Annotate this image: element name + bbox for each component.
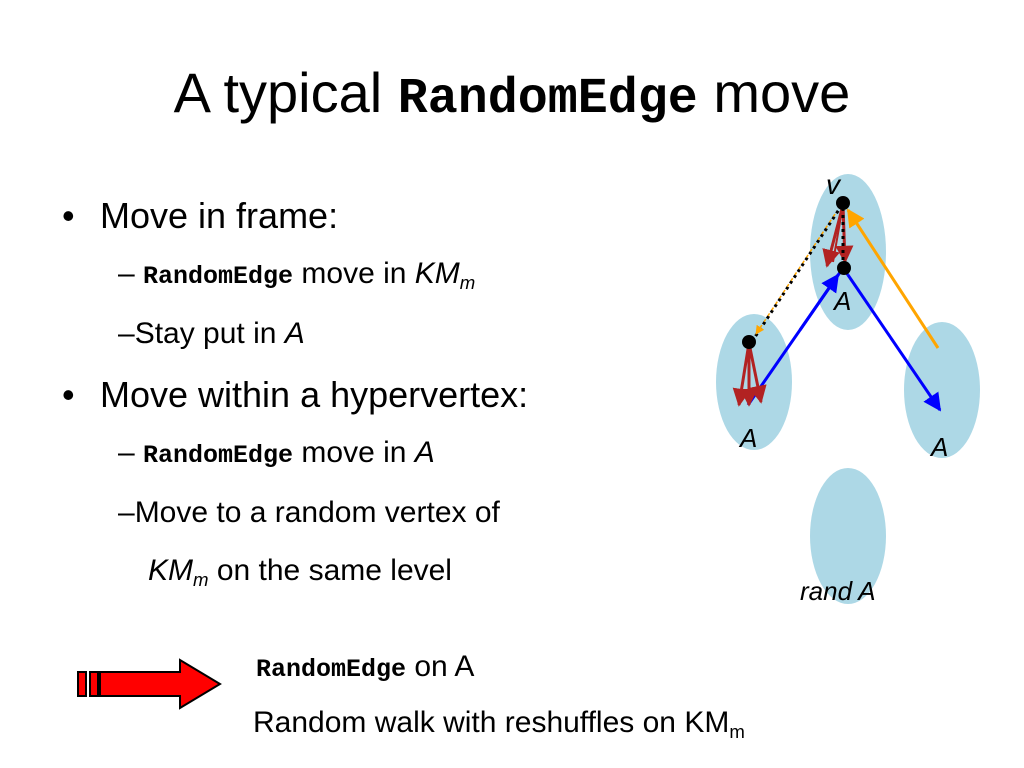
hypervertex-rand-ellipse (810, 468, 886, 604)
sub-bullet-move-random-vertex: –Move to a random vertex of (118, 496, 500, 529)
label-rand-a: rand A (800, 576, 876, 606)
bullet-dot: • (62, 195, 75, 236)
bullet-dot: • (62, 374, 75, 415)
blue-edge-left-arrow (798, 273, 840, 331)
label-a-left: A (738, 423, 757, 453)
sub-bullet-randomedge-kmm: – RandomEdge move in KMm (118, 257, 476, 293)
red-arrow-left-3 (747, 342, 767, 404)
label-a-right: A (929, 432, 948, 462)
label-v: v (826, 169, 842, 200)
red-arrow-top-2 (835, 204, 854, 264)
sub-bullet-randomedge-a: – RandomEdge move in A (118, 436, 435, 470)
bullet-move-in-frame: Move in frame: (100, 195, 339, 236)
vertex-left-a (742, 335, 756, 349)
conclusion-line-2: Random walk with reshuffles on KMm (253, 706, 745, 742)
title-prefix: A typical (173, 61, 398, 124)
red-arrow-top-3 (832, 204, 844, 263)
implication-arrow-icon (77, 658, 222, 710)
sub-bullet-stay-put: –Stay put in A (118, 317, 305, 350)
dotted-move-line (751, 204, 844, 341)
vertex-v (836, 196, 850, 210)
bullet-move-within-hypervertex: Move within a hypervertex: (100, 374, 529, 415)
orange-edge (846, 208, 940, 349)
vertex-top-a (837, 261, 851, 275)
blue-edge-right (846, 274, 942, 412)
title-suffix: move (697, 61, 851, 124)
hypervertex-left-ellipse (716, 314, 792, 450)
sub-bullet-continuation: KMm on the same level (148, 554, 452, 590)
orange-dotted-overlay (755, 213, 836, 335)
label-a-top: A (832, 286, 851, 316)
slide-title: A typical RandomEdge move (0, 58, 1024, 135)
conclusion-line-1: RandomEdge on A (256, 650, 475, 684)
title-code: RandomEdge (397, 71, 698, 128)
hypervertex-right-ellipse (904, 322, 980, 458)
